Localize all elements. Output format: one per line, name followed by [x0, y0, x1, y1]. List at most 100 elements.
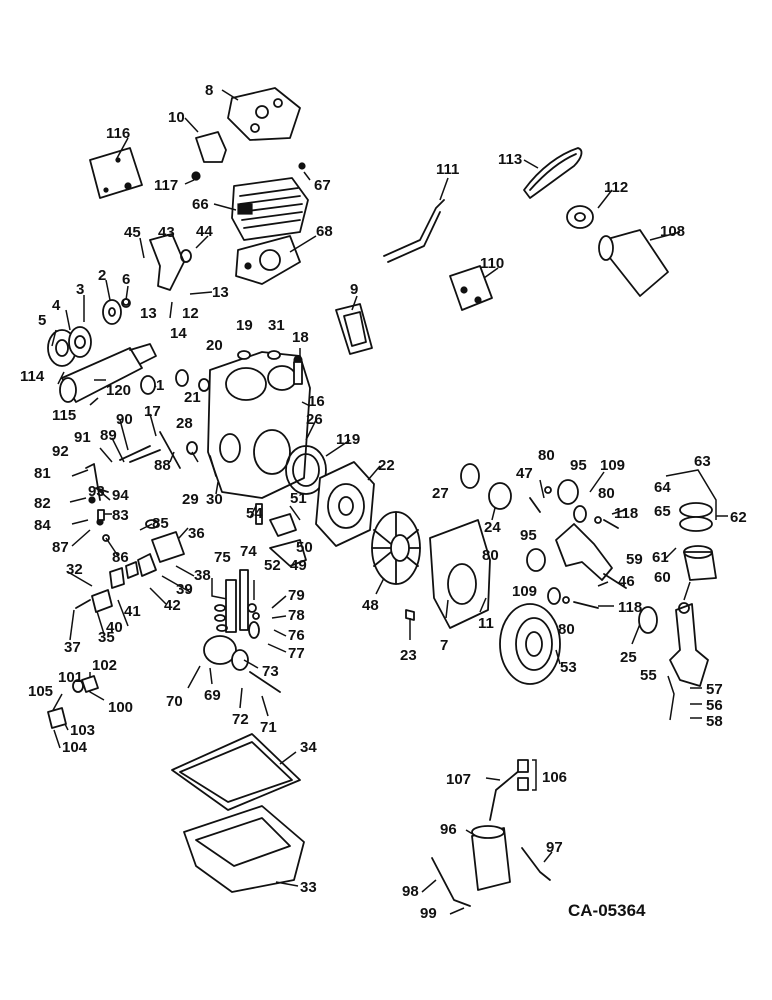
callout-1: 1 [156, 377, 164, 394]
part-26-gasket [285, 445, 327, 495]
callout-95a: 95 [570, 457, 587, 474]
callout-8: 8 [205, 82, 213, 99]
callout-28: 28 [176, 415, 193, 432]
callout-91: 91 [74, 429, 91, 446]
part-114-shaft-tube [59, 343, 157, 403]
callout-86: 86 [112, 549, 129, 566]
callout-68: 68 [316, 223, 333, 240]
callout-73: 73 [262, 663, 279, 680]
callout-21: 21 [184, 389, 201, 406]
callout-103: 103 [70, 722, 95, 739]
callout-6: 6 [122, 271, 130, 288]
callout-81: 81 [34, 465, 51, 482]
callout-26: 26 [306, 411, 323, 428]
callout-120: 120 [106, 382, 131, 399]
callout-57: 57 [706, 681, 723, 698]
callout-50: 50 [296, 539, 313, 556]
callout-59: 59 [626, 551, 643, 568]
callout-48: 48 [362, 597, 379, 614]
part-108-starter [598, 229, 669, 297]
callout-87: 87 [52, 539, 69, 556]
callout-25: 25 [620, 649, 637, 666]
callout-92: 92 [52, 443, 69, 460]
coil-group-96-107 [431, 759, 551, 907]
callout-100: 100 [108, 699, 133, 716]
callout-7: 7 [440, 637, 448, 654]
callout-112: 112 [604, 179, 628, 196]
callout-32: 32 [66, 561, 83, 578]
part-7-shroud [429, 519, 491, 629]
callout-16: 16 [308, 393, 325, 410]
callout-53: 53 [560, 659, 577, 676]
callout-44: 44 [196, 223, 213, 240]
callout-37: 37 [64, 639, 81, 656]
callout-88: 88 [154, 457, 171, 474]
leader-lines [51, 89, 728, 915]
callout-40: 40 [106, 619, 123, 636]
callout-60: 60 [654, 569, 671, 586]
part-43-manifold [149, 233, 192, 291]
part-95-gears [526, 479, 579, 572]
callout-114: 114 [20, 368, 45, 385]
part-110-mount-bracket [449, 265, 493, 311]
callout-3: 3 [76, 281, 84, 298]
part-55-connecting-rod [669, 602, 709, 687]
callout-13a: 13 [212, 284, 229, 301]
callout-104: 104 [62, 739, 88, 756]
part-9-plate [335, 303, 373, 355]
callout-95b: 95 [520, 527, 537, 544]
callout-42: 42 [164, 597, 181, 614]
callout-65: 65 [654, 503, 671, 520]
callout-109b: 109 [512, 583, 537, 600]
callout-90: 90 [116, 411, 133, 428]
callout-18: 18 [292, 329, 309, 346]
callout-20: 20 [206, 337, 223, 354]
callout-108: 108 [660, 223, 685, 240]
callout-74: 74 [240, 543, 257, 560]
part-46-crankshaft [555, 523, 627, 589]
callout-78: 78 [288, 607, 305, 624]
callout-69: 69 [204, 687, 221, 704]
callout-22: 22 [378, 457, 395, 474]
callout-83: 83 [112, 507, 129, 524]
callout-2: 2 [98, 267, 106, 284]
callout-61: 61 [652, 549, 669, 566]
callout-107: 107 [446, 771, 471, 788]
callout-11: 11 [478, 615, 494, 632]
callout-54: 54 [246, 505, 263, 522]
callout-46: 46 [618, 573, 635, 590]
callout-111: 111 [436, 161, 459, 178]
callout-47: 47 [516, 465, 533, 482]
callout-34: 34 [300, 739, 317, 756]
callout-49: 49 [290, 557, 307, 574]
callout-30: 30 [206, 491, 223, 508]
callout-13b: 13 [140, 305, 157, 322]
part-68-head-gasket [235, 235, 301, 285]
callout-45: 45 [124, 224, 141, 241]
piston-group-59-65 [679, 502, 717, 581]
callout-97: 97 [546, 839, 563, 856]
callout-80d: 80 [558, 621, 575, 638]
small-parts [47, 162, 658, 729]
callout-19: 19 [236, 317, 253, 334]
callout-106: 106 [542, 769, 567, 786]
callout-113: 113 [498, 151, 522, 168]
callout-85: 85 [152, 515, 169, 532]
part-66-cylinder-head [231, 177, 309, 241]
callout-84: 84 [34, 517, 51, 534]
pulley-stack-2-6 [47, 298, 130, 367]
callout-38: 38 [194, 567, 211, 584]
part-8-cover-plate [227, 87, 301, 141]
part-116-gasket-plate [89, 147, 143, 199]
callout-35: 35 [98, 629, 115, 646]
callout-116: 116 [106, 125, 130, 142]
callout-64: 64 [654, 479, 671, 496]
callout-109a: 109 [600, 457, 625, 474]
callout-101: 101 [58, 669, 83, 686]
part-112-pulley [566, 205, 594, 229]
callout-70: 70 [166, 693, 183, 710]
callout-110: 110 [480, 255, 504, 272]
part-119-bearing-plate [315, 461, 375, 547]
callout-14: 14 [170, 325, 187, 342]
